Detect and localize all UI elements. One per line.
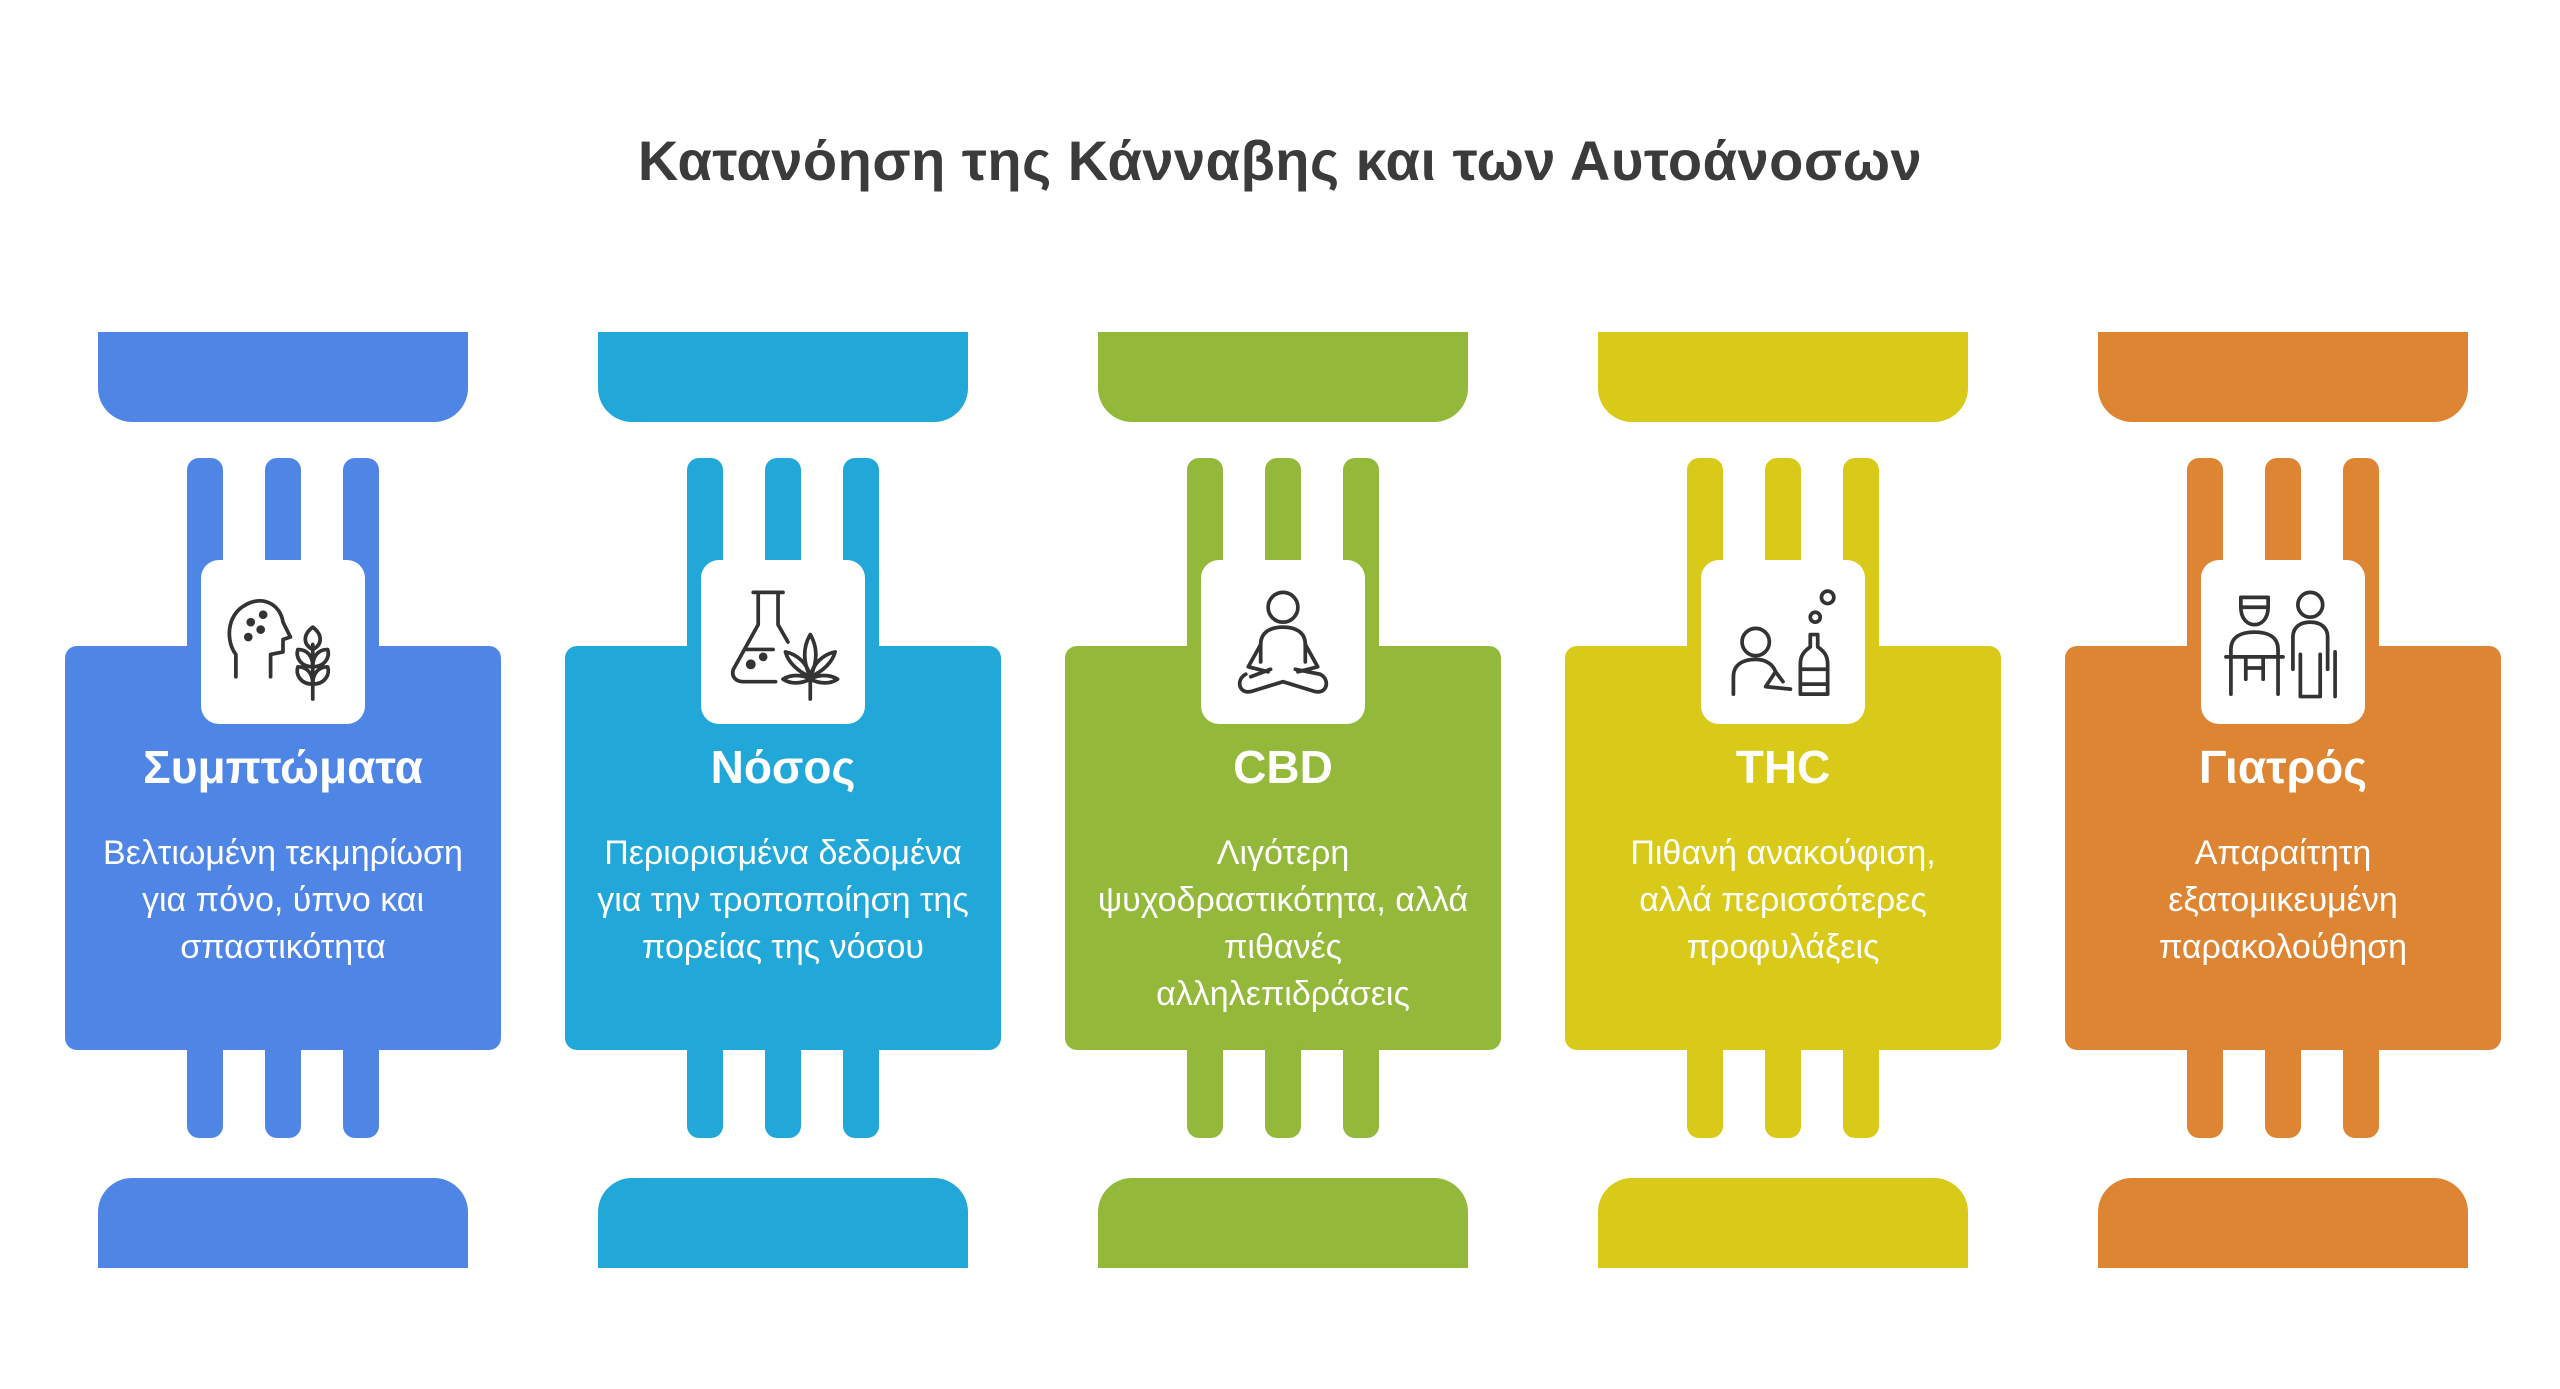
pillar-description: Περιορισμένα δεδομένα για την τροποποίησ… <box>597 834 969 966</box>
pillar-top-cap <box>98 332 468 422</box>
pillar-top-cap <box>2098 332 2468 422</box>
pillar-top-cap <box>1598 332 1968 422</box>
pillar-heading: Συμπτώματα <box>143 741 423 793</box>
pillar-description: Λιγότερη ψυχοδραστικότητα, αλλά πιθανές … <box>1097 834 1469 1013</box>
pillar-top-cap <box>598 332 968 422</box>
pillar-heading: THC <box>1735 741 1831 793</box>
pillar-heading: Γιατρός <box>2198 741 2368 793</box>
pillar-rod <box>2187 1038 2223 1138</box>
pillar-rod <box>765 1038 801 1138</box>
flask-and-cannabis-leaf-icon <box>701 560 865 724</box>
pillar-rod <box>2265 1038 2301 1138</box>
pillar-description: Πιθανή ανακούφιση, αλλά περισσότερες προ… <box>1630 834 1936 966</box>
person-and-bottle-icon <box>1701 560 1865 724</box>
pillar-description: Απαραίτητη εξατομικευμένη παρακολούθηση <box>2158 834 2408 966</box>
pillar-disease: Νόσος Περιορισμένα δεδομένα για την τροπ… <box>565 0 1001 1389</box>
relaxed-person-icon <box>1201 560 1365 724</box>
pillar-bottom-cap <box>1598 1178 1968 1268</box>
pillar-rod <box>187 1038 223 1138</box>
pillar-bottom-cap <box>1098 1178 1468 1268</box>
pillar-bottom-cap <box>598 1178 968 1268</box>
pillar-heading: CBD <box>1233 741 1333 793</box>
pillar-symptoms: Συμπτώματα Βελτιωμένη τεκμηρίωση για πόν… <box>65 0 501 1389</box>
pillar-top-cap <box>1098 332 1468 422</box>
pillar-rod <box>1187 1038 1223 1138</box>
pillar-thc: THC Πιθανή ανακούφιση, αλλά περισσότερες… <box>1565 0 2001 1389</box>
head-and-wheat-icon <box>201 560 365 724</box>
pillar-rod <box>1265 1038 1301 1138</box>
doctor-and-patient-icon <box>2201 560 2365 724</box>
pillar-rod <box>265 1038 301 1138</box>
pillar-description: Βελτιωμένη τεκμηρίωση για πόνο, ύπνο και… <box>103 834 463 966</box>
pillar-rod <box>343 1038 379 1138</box>
pillar-heading: Νόσος <box>710 741 856 793</box>
pillar-rod <box>843 1038 879 1138</box>
pillar-rod <box>2343 1038 2379 1138</box>
pillar-rod <box>1343 1038 1379 1138</box>
pillar-rod <box>1765 1038 1801 1138</box>
page-title: Κατανόηση της Κάνναβης και των Αυτοάνοσω… <box>637 129 1923 192</box>
pillar-rod <box>1687 1038 1723 1138</box>
pillar-rod <box>1843 1038 1879 1138</box>
pillar-rod <box>687 1038 723 1138</box>
pillar-bottom-cap <box>98 1178 468 1268</box>
pillar-cbd: CBD Λιγότερη ψυχοδραστικότητα, αλλά πιθα… <box>1065 0 1501 1389</box>
pillar-bottom-cap <box>2098 1178 2468 1268</box>
pillar-doctor: Γιατρός Απαραίτητη εξατομικευμένη παρακο… <box>2065 0 2501 1389</box>
